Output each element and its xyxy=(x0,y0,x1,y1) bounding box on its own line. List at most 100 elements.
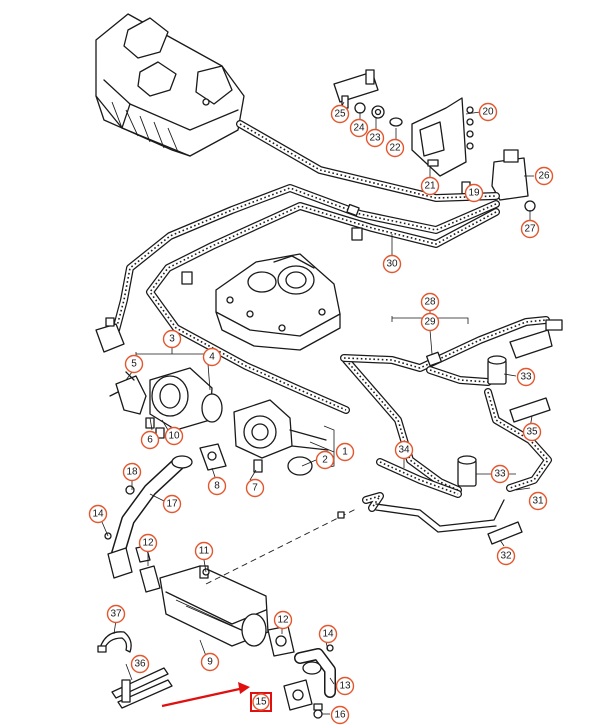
callout-23-label: 23 xyxy=(369,133,381,144)
callout-3-label: 3 xyxy=(169,334,175,345)
callout-14-left-label: 14 xyxy=(92,509,104,520)
callout-2-label: 2 xyxy=(322,455,328,466)
callout-14-right[interactable]: 14 xyxy=(318,624,338,644)
vacuum-hoses xyxy=(112,120,552,512)
callout-36-label: 36 xyxy=(134,659,146,670)
callout-28[interactable]: 28 xyxy=(420,292,440,312)
callout-33-upper[interactable]: 33 xyxy=(516,367,536,387)
callout-1-label: 1 xyxy=(342,447,348,458)
callout-31[interactable]: 31 xyxy=(528,491,548,511)
callout-10-label: 10 xyxy=(168,431,180,442)
callout-16[interactable]: 16 xyxy=(330,705,350,725)
callout-37[interactable]: 37 xyxy=(106,604,126,624)
bolt-16 xyxy=(313,703,323,719)
callout-28-label: 28 xyxy=(424,297,436,308)
callout-5[interactable]: 5 xyxy=(124,354,144,374)
callout-15-label: 15 xyxy=(255,697,267,708)
callout-11-label: 11 xyxy=(199,546,210,557)
callout-18-label: 18 xyxy=(126,467,138,478)
dashed-reference-line xyxy=(205,507,359,585)
callout-8[interactable]: 8 xyxy=(207,476,227,496)
callout-7-label: 7 xyxy=(252,483,258,494)
callout-9-label: 9 xyxy=(207,657,213,668)
callout-3[interactable]: 3 xyxy=(162,329,182,349)
callout-10[interactable]: 10 xyxy=(164,426,184,446)
cable-ties-36 xyxy=(111,667,173,709)
callout-16-label: 16 xyxy=(334,710,346,721)
callout-12-upper[interactable]: 12 xyxy=(138,533,158,553)
bracket-32 xyxy=(487,521,523,545)
bracket-35 xyxy=(509,397,551,423)
callout-35[interactable]: 35 xyxy=(522,422,542,442)
callout-26[interactable]: 26 xyxy=(534,166,554,186)
callout-27-label: 27 xyxy=(524,224,536,235)
throttle-body xyxy=(109,367,329,476)
callout-21-label: 21 xyxy=(424,181,436,192)
callout-26-label: 26 xyxy=(538,171,550,182)
callout-17-label: 17 xyxy=(166,499,178,510)
callout-20-label: 20 xyxy=(482,107,494,118)
hose-clamp-37 xyxy=(97,631,132,653)
highlight-arrow-icon xyxy=(161,682,250,708)
engine-cover xyxy=(95,13,245,157)
callout-4-label: 4 xyxy=(209,352,215,363)
intake-manifold xyxy=(215,253,341,351)
egr-pipe-17 xyxy=(107,455,193,579)
callout-30-label: 30 xyxy=(386,259,398,270)
callout-12-upper-label: 12 xyxy=(142,538,154,549)
callout-6[interactable]: 6 xyxy=(140,430,160,450)
valve-bracket xyxy=(333,69,536,212)
vacuum-line-31 xyxy=(375,499,505,533)
callout-15[interactable]: 15 xyxy=(250,692,272,712)
callout-13-label: 13 xyxy=(339,681,351,692)
solenoid-33-upper xyxy=(487,355,507,385)
callout-35-label: 35 xyxy=(526,427,538,438)
callout-13[interactable]: 13 xyxy=(335,676,355,696)
callout-11[interactable]: 11 xyxy=(194,541,214,561)
callout-19[interactable]: 19 xyxy=(464,183,484,203)
gasket-15 xyxy=(283,679,313,711)
callout-18[interactable]: 18 xyxy=(122,462,142,482)
solenoid-33-lower xyxy=(457,455,477,487)
callout-14-left[interactable]: 14 xyxy=(88,504,108,524)
gasket-12-lower xyxy=(267,625,295,657)
callout-12-lower-label: 12 xyxy=(277,615,289,626)
callout-36[interactable]: 36 xyxy=(130,654,150,674)
callout-29[interactable]: 29 xyxy=(420,312,440,332)
callout-29-label: 29 xyxy=(424,317,436,328)
callout-32[interactable]: 32 xyxy=(496,546,516,566)
callout-4[interactable]: 4 xyxy=(202,347,222,367)
callout-22-label: 22 xyxy=(389,143,401,154)
callout-7[interactable]: 7 xyxy=(245,478,265,498)
egr-cooler-9 xyxy=(135,545,269,647)
callout-25[interactable]: 25 xyxy=(330,104,350,124)
callout-5-label: 5 xyxy=(131,359,137,370)
callout-19-label: 19 xyxy=(468,188,480,199)
callout-30[interactable]: 30 xyxy=(382,254,402,274)
callout-23[interactable]: 23 xyxy=(365,128,385,148)
callout-33-lower[interactable]: 33 xyxy=(490,464,510,484)
callout-17[interactable]: 17 xyxy=(162,494,182,514)
callout-37-label: 37 xyxy=(110,609,122,620)
callout-34[interactable]: 34 xyxy=(394,440,414,460)
callout-27[interactable]: 27 xyxy=(520,219,540,239)
callout-6-label: 6 xyxy=(147,435,153,446)
gasket-8 xyxy=(199,443,227,471)
callout-9[interactable]: 9 xyxy=(200,652,220,672)
callout-21[interactable]: 21 xyxy=(420,176,440,196)
callout-12-lower[interactable]: 12 xyxy=(273,610,293,630)
callout-22[interactable]: 22 xyxy=(385,138,405,158)
callout-24-label: 24 xyxy=(353,123,365,134)
callout-31-label: 31 xyxy=(532,496,544,507)
callout-34-label: 34 xyxy=(398,445,410,456)
callout-32-label: 32 xyxy=(500,551,512,562)
callout-8-label: 8 xyxy=(214,481,220,492)
callout-25-label: 25 xyxy=(334,109,346,120)
callout-20[interactable]: 20 xyxy=(478,102,498,122)
callout-33-upper-label: 33 xyxy=(520,372,532,383)
callout-1[interactable]: 1 xyxy=(335,442,355,462)
callout-24[interactable]: 24 xyxy=(349,118,369,138)
callout-2[interactable]: 2 xyxy=(315,450,335,470)
egr-pipe-13 xyxy=(294,648,336,698)
